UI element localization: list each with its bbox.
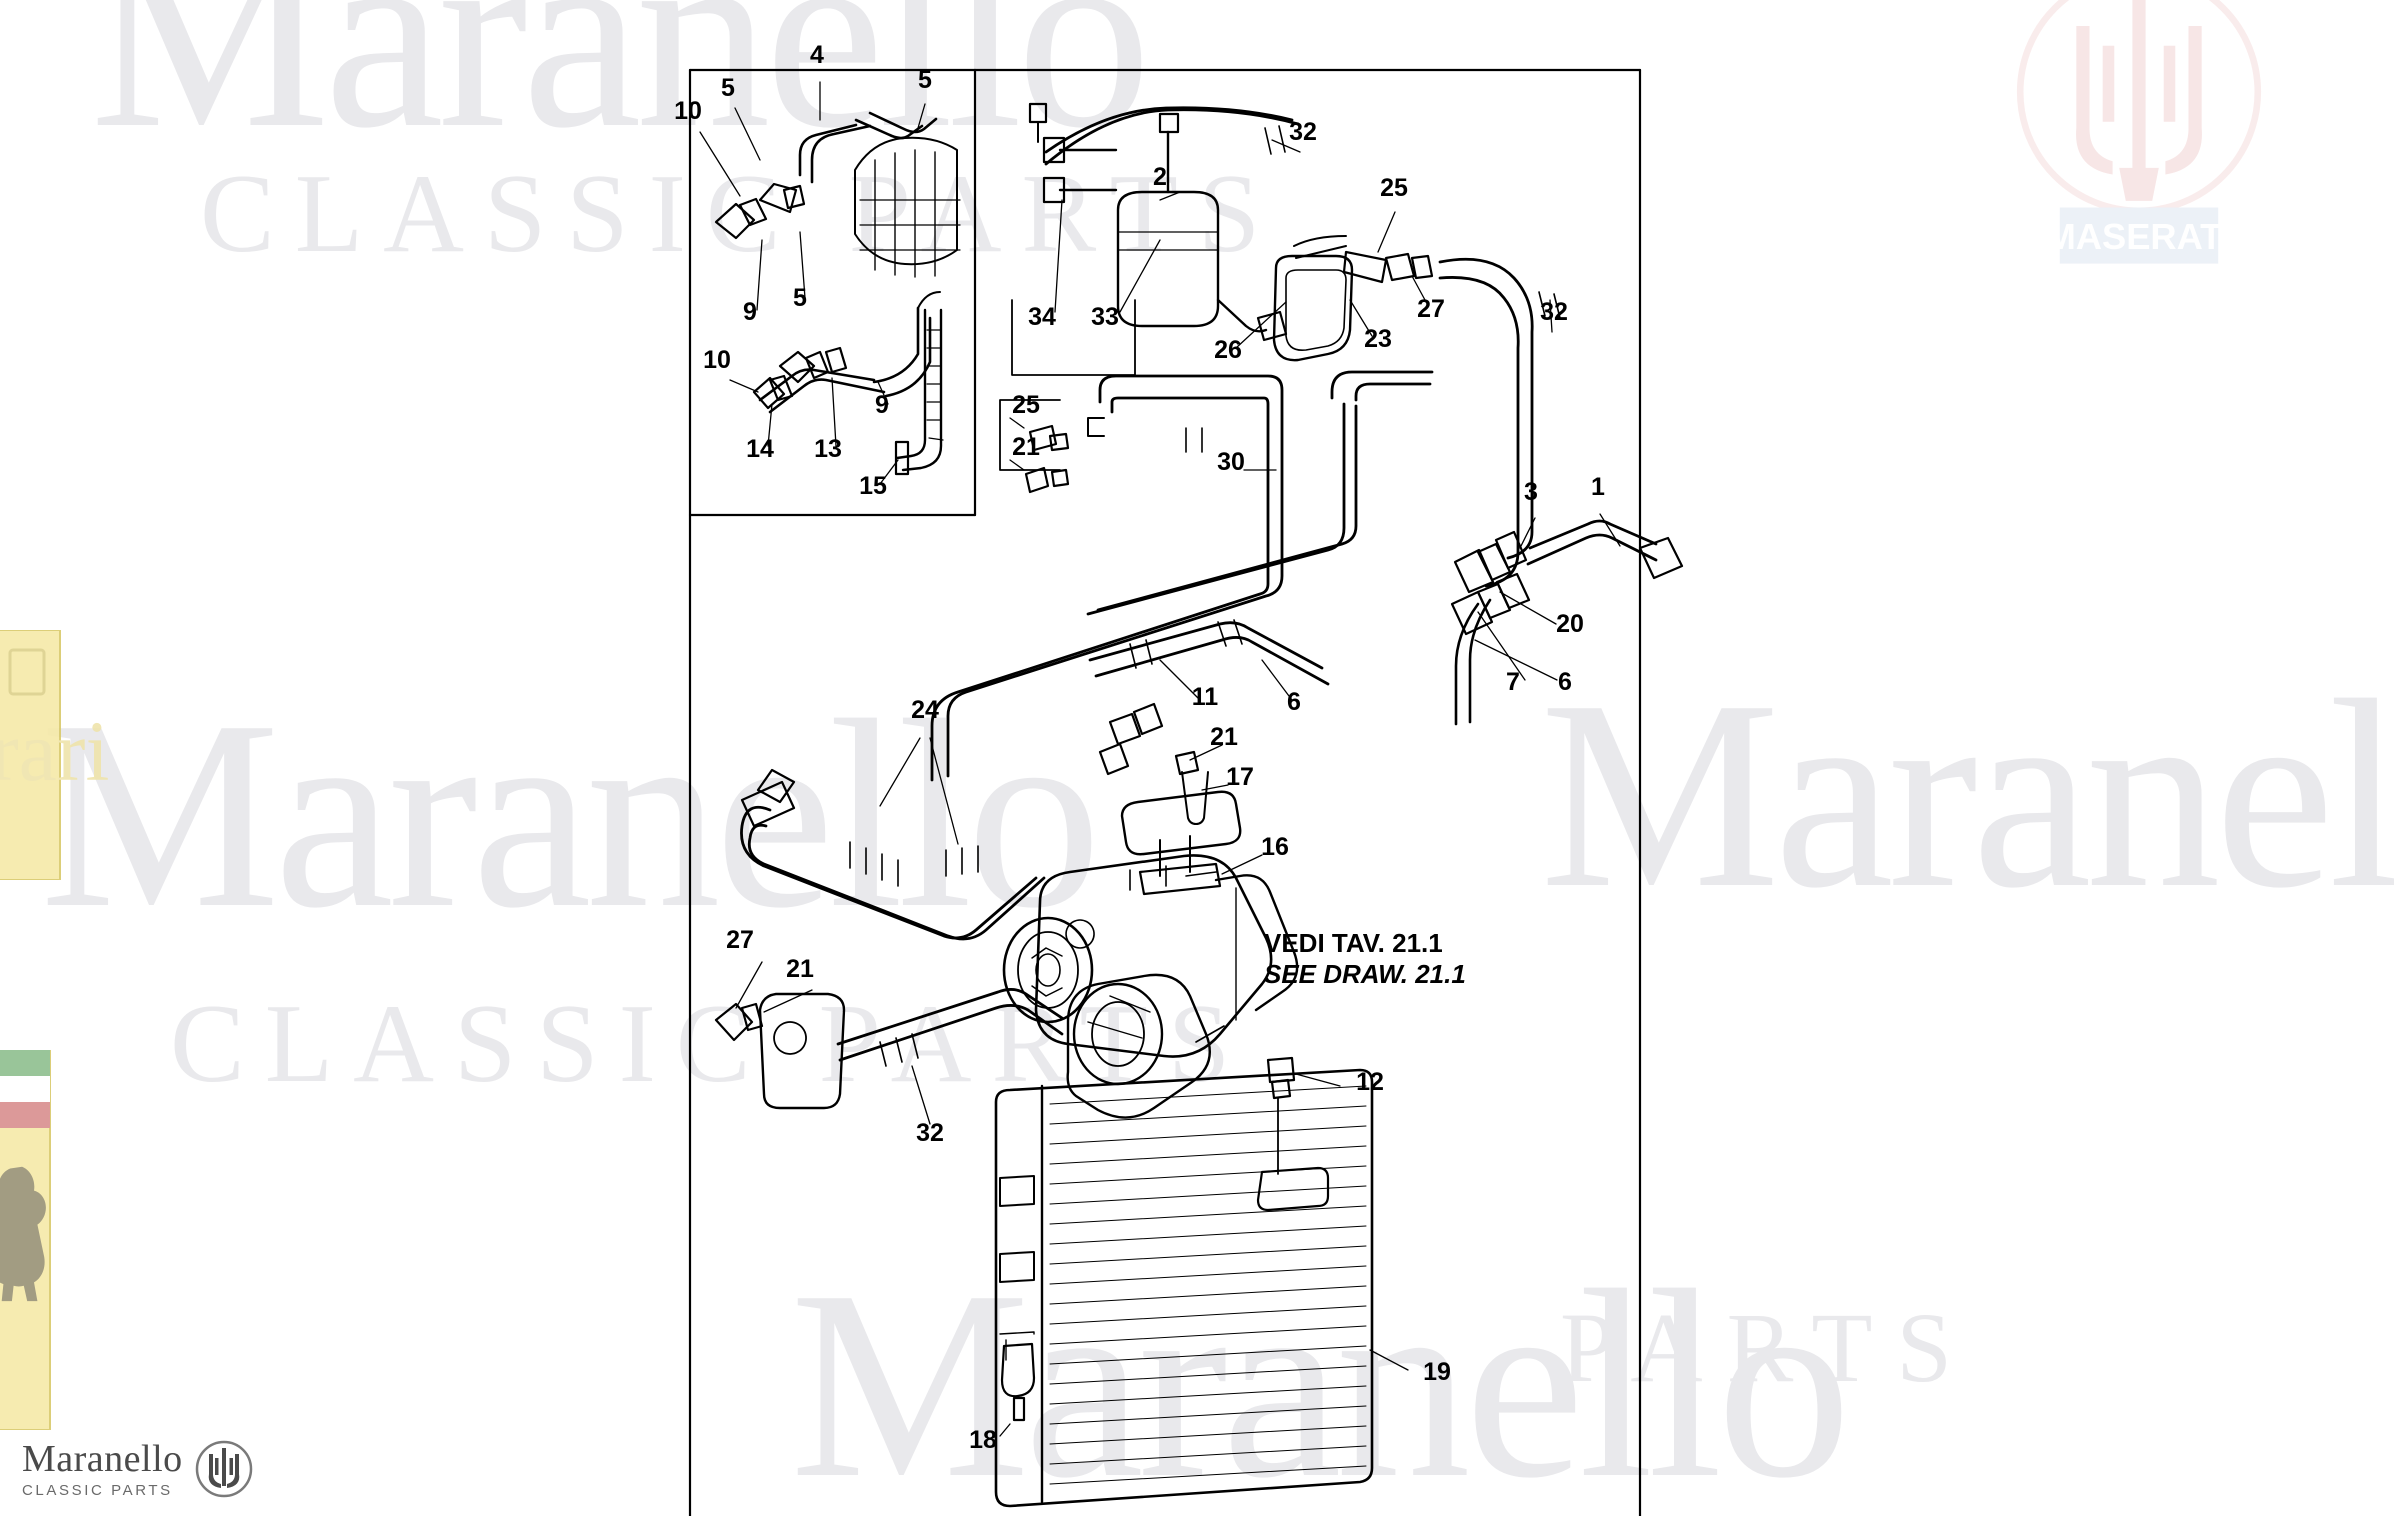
callout-16: 16 xyxy=(1261,833,1289,861)
callout-13: 13 xyxy=(814,435,842,463)
brand-name: Maranello xyxy=(22,1438,183,1480)
callout-18: 18 xyxy=(969,1426,997,1454)
callout-11: 11 xyxy=(1192,683,1219,711)
callout-6: 6 xyxy=(1287,688,1301,716)
callout-32: 32 xyxy=(1289,118,1317,146)
trident-logo-icon xyxy=(195,1440,252,1498)
callout-3: 3 xyxy=(1524,478,1538,506)
bracket-25-21 xyxy=(999,399,1061,471)
note-italian: VEDI TAV. 21.1 xyxy=(1264,928,1443,958)
callout-30: 30 xyxy=(1217,448,1245,476)
assembly-receiver-drier xyxy=(1028,102,1434,362)
callout-20: 20 xyxy=(1556,610,1584,638)
callout-21: 21 xyxy=(1012,433,1040,461)
callout-2: 2 xyxy=(1153,163,1167,191)
brand-logo: Maranello CLASSIC PARTS xyxy=(22,1440,253,1498)
callout-26: 26 xyxy=(1214,336,1242,364)
callout-34: 34 xyxy=(1028,303,1056,331)
brand-subtitle: CLASSIC PARTS xyxy=(22,1482,173,1499)
callout-33: 33 xyxy=(1091,303,1119,331)
callout-32: 32 xyxy=(1540,298,1568,326)
callout-9: 9 xyxy=(743,298,757,326)
callout-23: 23 xyxy=(1364,325,1392,353)
callout-17: 17 xyxy=(1226,763,1254,791)
callout-10: 10 xyxy=(674,97,702,125)
assembly-pipes xyxy=(714,257,1684,1125)
callout-24: 24 xyxy=(911,696,939,724)
callout-5: 5 xyxy=(918,66,932,94)
fitting-10a xyxy=(714,202,756,240)
note-english: SEE DRAW. 21.1 xyxy=(1264,959,1466,989)
callout-5: 5 xyxy=(721,74,735,102)
callout-19: 19 xyxy=(1423,1358,1451,1386)
callout-21: 21 xyxy=(1210,723,1238,751)
callout-10: 10 xyxy=(703,346,731,374)
callout-9: 9 xyxy=(875,391,889,419)
callout-14: 14 xyxy=(746,435,774,463)
callout-27: 27 xyxy=(726,926,754,954)
callout-15: 15 xyxy=(859,472,887,500)
assembly-compressor xyxy=(1002,854,1299,1119)
callout-25: 25 xyxy=(1012,391,1040,419)
callout-25: 25 xyxy=(1380,174,1408,202)
callout-5: 5 xyxy=(793,284,807,312)
assembly-evaporator-hoses xyxy=(699,81,961,485)
callout-1: 1 xyxy=(1591,473,1605,501)
assembly-condenser xyxy=(994,1056,1409,1508)
callout-4: 4 xyxy=(810,41,824,69)
callout-12: 12 xyxy=(1356,1068,1384,1096)
callout-32: 32 xyxy=(916,1119,944,1147)
callout-6: 6 xyxy=(1558,668,1572,696)
callout-7: 7 xyxy=(1506,668,1520,696)
callout-27: 27 xyxy=(1417,295,1445,323)
callout-21: 21 xyxy=(786,955,814,983)
